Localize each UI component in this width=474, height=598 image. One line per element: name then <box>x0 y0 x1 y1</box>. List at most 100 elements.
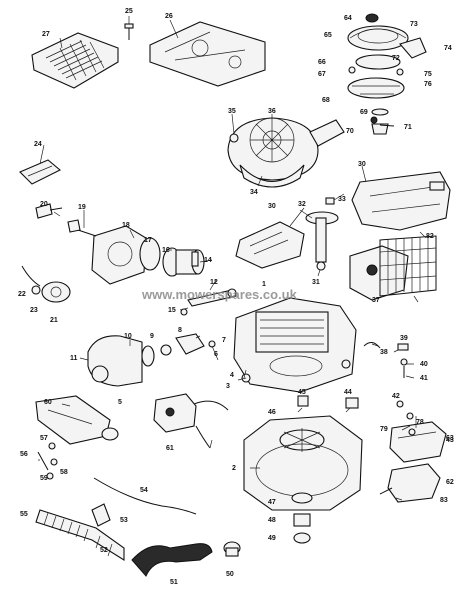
callout-39: 39 <box>400 335 408 342</box>
callout-76: 76 <box>424 81 432 88</box>
base-plate-part <box>149 21 266 87</box>
callout-33: 33 <box>338 196 346 203</box>
callout-73: 73 <box>410 21 418 28</box>
callout-35: 35 <box>228 108 236 115</box>
callout-19: 19 <box>78 204 86 211</box>
fuel-pump-part <box>21 265 71 303</box>
air-filter-cover-part <box>31 32 119 89</box>
callout-75: 75 <box>424 71 432 78</box>
callout-16: 16 <box>162 247 170 254</box>
recoil-starter-group <box>347 13 427 135</box>
small-hardware-group <box>363 342 414 420</box>
callout-36: 36 <box>268 108 276 115</box>
callout-72: 72 <box>392 55 400 62</box>
bracket-part-24 <box>19 159 61 185</box>
callout-69: 69 <box>360 109 368 116</box>
callout-15: 15 <box>168 307 176 314</box>
fuel-tank-cover-part <box>351 171 451 231</box>
callout-9: 9 <box>150 333 154 340</box>
callout-47: 47 <box>268 499 276 506</box>
callout-71: 71 <box>404 124 412 131</box>
callout-78: 78 <box>416 419 424 426</box>
callout-53: 53 <box>120 517 128 524</box>
flywheel-housing-part <box>243 415 363 511</box>
callout-10: 10 <box>124 333 132 340</box>
callout-83: 83 <box>440 497 448 504</box>
callout-52: 52 <box>100 547 108 554</box>
ignition-coil-part <box>153 393 229 449</box>
callout-3: 3 <box>226 383 230 390</box>
callout-22: 22 <box>18 291 26 298</box>
callout-23: 23 <box>30 307 38 314</box>
callout-70: 70 <box>346 128 354 135</box>
starter-housing-part <box>227 117 345 188</box>
callout-2: 2 <box>232 465 236 472</box>
callout-68: 68 <box>322 97 330 104</box>
callout-7: 7 <box>222 337 226 344</box>
callout-14: 14 <box>204 257 212 264</box>
callout-31: 31 <box>312 279 320 286</box>
callout-59: 59 <box>40 475 48 482</box>
bracket-part-44-45 <box>297 395 359 409</box>
callout-37: 37 <box>372 297 380 304</box>
callout-12: 12 <box>210 279 218 286</box>
callout-82: 82 <box>426 233 434 240</box>
callout-27: 27 <box>42 31 50 38</box>
muffler-part <box>87 333 216 387</box>
mount-carrier-part <box>379 463 441 503</box>
callout-25: 25 <box>125 8 133 15</box>
callout-11: 11 <box>70 355 78 362</box>
callout-38: 38 <box>380 349 388 356</box>
callout-32: 32 <box>298 201 306 208</box>
callout-66: 66 <box>318 59 326 66</box>
callout-58: 58 <box>60 469 68 476</box>
callout-43: 43 <box>446 437 454 444</box>
callout-60: 60 <box>44 399 52 406</box>
callout-51: 51 <box>170 579 178 586</box>
cap-plug-part <box>223 541 241 557</box>
callout-55: 55 <box>20 511 28 518</box>
screw-part-25 <box>124 23 134 40</box>
leader-lines <box>38 16 427 501</box>
callout-46: 46 <box>268 409 276 416</box>
callout-17: 17 <box>144 237 152 244</box>
callout-56: 56 <box>20 451 28 458</box>
callout-79: 79 <box>380 426 388 433</box>
callout-62: 62 <box>446 479 454 486</box>
callout-30a: 30 <box>358 161 366 168</box>
lower-cover-part <box>235 221 305 269</box>
callout-49: 49 <box>268 535 276 542</box>
callout-61: 61 <box>166 445 174 452</box>
callout-54: 54 <box>140 487 148 494</box>
callout-64: 64 <box>344 15 352 22</box>
callout-34: 34 <box>250 189 258 196</box>
callout-1: 1 <box>262 281 266 288</box>
air-cleaner-cage-part <box>349 235 437 301</box>
callout-57: 57 <box>40 435 48 442</box>
callout-48: 48 <box>268 517 276 524</box>
drive-washer-stack <box>291 492 313 544</box>
callout-41: 41 <box>420 375 428 382</box>
drive-shaft-part <box>305 197 339 271</box>
carburetor-group <box>35 203 205 285</box>
callout-44: 44 <box>344 389 352 396</box>
callout-67: 67 <box>318 71 326 78</box>
callout-24: 24 <box>34 141 42 148</box>
callout-45: 45 <box>298 389 306 396</box>
control-cable-part <box>91 477 197 527</box>
callout-26: 26 <box>165 13 173 20</box>
callout-5: 5 <box>118 399 122 406</box>
watermark-text: www.mowerspares.co.uk <box>141 287 298 302</box>
callout-20: 20 <box>40 201 48 208</box>
callout-6: 6 <box>214 351 218 358</box>
callout-labels: 25 26 27 64 73 65 74 72 66 67 75 76 68 6… <box>18 8 454 586</box>
callout-42: 42 <box>392 393 400 400</box>
callout-74: 74 <box>444 45 452 52</box>
exhaust-hose-part <box>35 509 213 577</box>
callout-21: 21 <box>50 317 58 324</box>
callout-40: 40 <box>420 361 428 368</box>
callout-18: 18 <box>122 222 130 229</box>
callout-50: 50 <box>226 571 234 578</box>
